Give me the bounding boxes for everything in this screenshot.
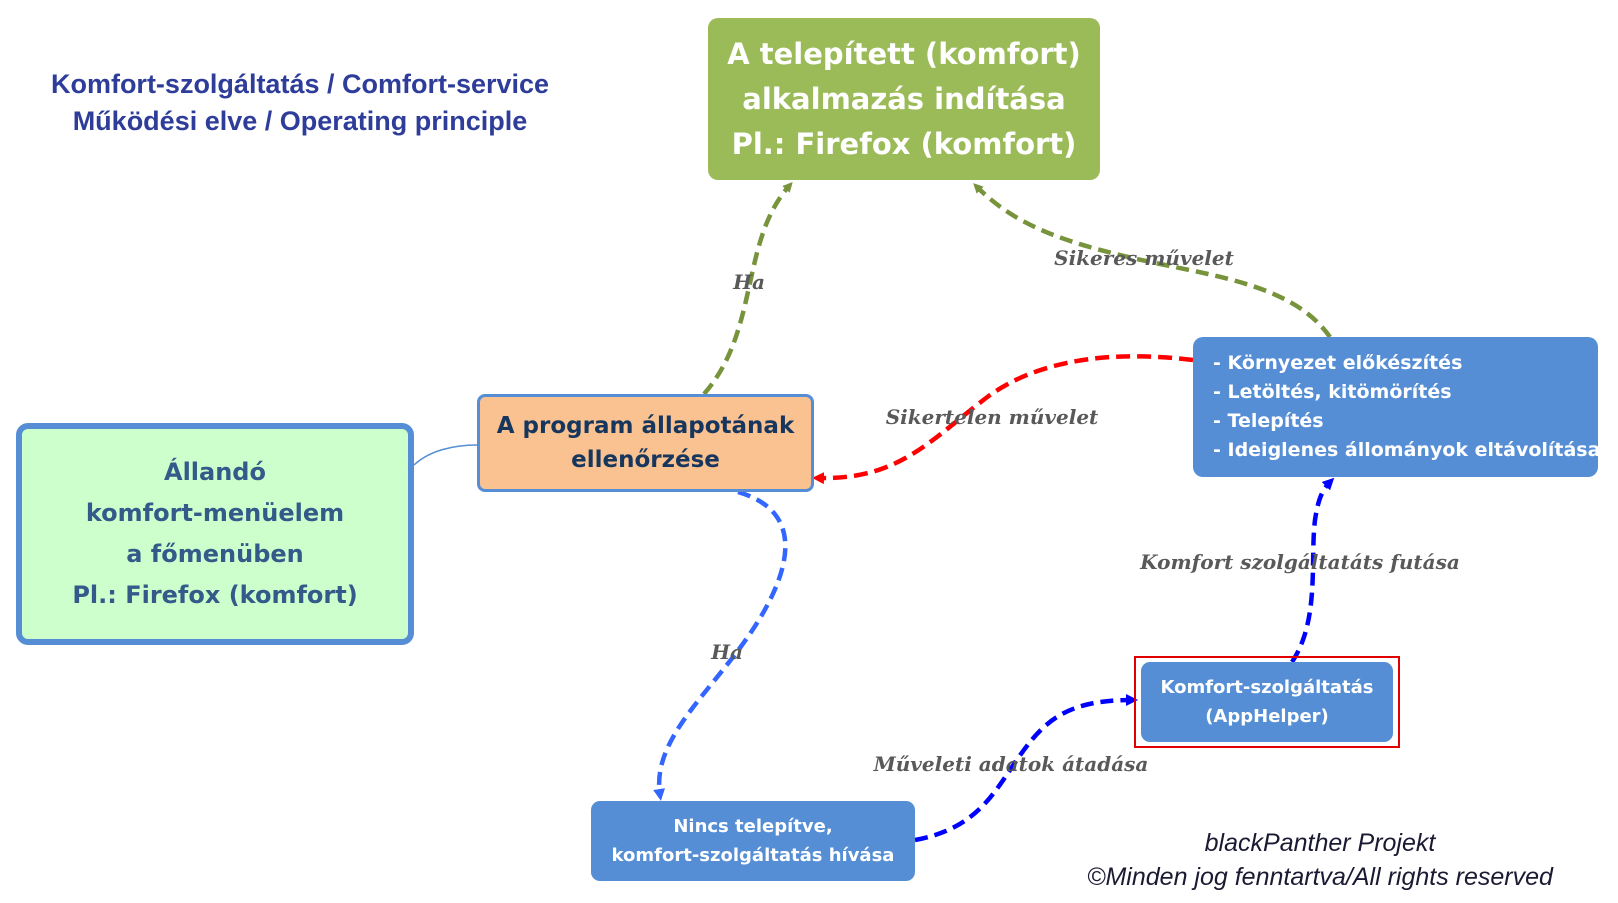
edge-service-to-steps bbox=[1290, 477, 1335, 664]
edge-check-to-notinstalled bbox=[653, 489, 788, 801]
node-check-program-state: A program állapotának ellenőrzése bbox=[477, 394, 814, 492]
node-notinstalled-line: komfort-szolgáltatás hívása bbox=[611, 845, 895, 866]
copyright-footer: blackPanther Projekt ©Minden jog fenntar… bbox=[1060, 826, 1580, 894]
edge-label-failure: Sikertelen művelet bbox=[885, 405, 1099, 429]
footer-project: blackPanther Projekt bbox=[1204, 829, 1436, 857]
node-notinstalled-line: Nincs telepítve, bbox=[673, 816, 833, 837]
title-line-1: Komfort-szolgáltatás / Comfort-service bbox=[50, 69, 550, 99]
edge-notinstalled-to-service bbox=[914, 694, 1138, 843]
node-launch-line: A telepített (komfort) bbox=[727, 36, 1081, 71]
node-service-line: (AppHelper) bbox=[1205, 706, 1329, 727]
node-not-installed: Nincs telepítve, komfort-szolgáltatás hí… bbox=[591, 801, 915, 881]
edge-steps-to-launch bbox=[973, 183, 1332, 339]
node-check-line: A program állapotának bbox=[496, 413, 795, 439]
node-launch-line: Pl.: Firefox (komfort) bbox=[731, 126, 1077, 161]
node-menu-line: komfort-menüelem bbox=[85, 499, 345, 527]
edge-label-if-not-installed: Ha bbox=[711, 640, 743, 664]
edge-menu-to-check bbox=[413, 444, 478, 466]
step-item: - Letöltés, kitömörítés bbox=[1213, 381, 1452, 403]
node-launch-line: alkalmazás indítása bbox=[742, 81, 1066, 116]
node-check-line: ellenőrzése bbox=[571, 447, 720, 473]
edge-check-to-launch bbox=[702, 182, 793, 396]
step-item: - Telepítés bbox=[1213, 410, 1324, 432]
title-line-2: Működési elve / Operating principle bbox=[72, 106, 528, 136]
edge-steps-to-check bbox=[812, 354, 1194, 485]
edge-label-if-installed: Ha bbox=[733, 270, 765, 294]
footer-rights: ©Minden jog fenntartva/All rights reserv… bbox=[1087, 863, 1553, 891]
node-service-steps: - Környezet előkészítés - Letöltés, kitö… bbox=[1193, 337, 1601, 477]
node-menu-line: Pl.: Firefox (komfort) bbox=[72, 581, 358, 609]
node-comfort-service: Komfort-szolgáltatás (AppHelper) bbox=[1141, 662, 1393, 742]
edge-label-service-running: Komfort szolgáltatáts futása bbox=[1140, 550, 1460, 574]
step-item: - Környezet előkészítés bbox=[1213, 352, 1463, 374]
service-highlight-frame bbox=[1134, 656, 1400, 748]
node-permanent-menu-item: Állandó komfort-menüelem a főmenüben Pl.… bbox=[16, 423, 414, 645]
node-launch-app: A telepített (komfort) alkalmazás indítá… bbox=[708, 18, 1100, 180]
diagram-title: Komfort-szolgáltatás / Comfort-service M… bbox=[20, 66, 580, 140]
node-service-line: Komfort-szolgáltatás bbox=[1160, 677, 1374, 698]
edge-label-success: Sikeres művelet bbox=[1054, 246, 1234, 270]
node-menu-line: Állandó bbox=[164, 458, 266, 486]
edge-label-pass-data: Műveleti adatok átadása bbox=[873, 752, 1149, 776]
step-item: - Ideiglenes állományok eltávolítása bbox=[1213, 439, 1601, 461]
node-menu-line: a főmenüben bbox=[126, 540, 304, 568]
